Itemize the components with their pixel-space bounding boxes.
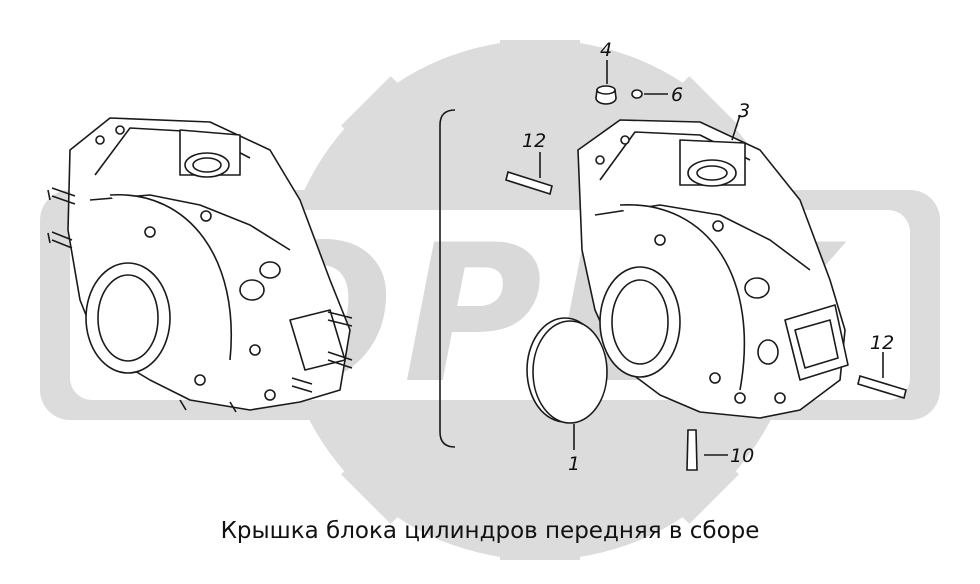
callout-6: 6 [671, 84, 683, 106]
part-3-cover [577, 114, 849, 419]
group-bracket [439, 109, 456, 448]
left-cover-assembly [47, 117, 353, 413]
callout-3: 3 [738, 100, 750, 122]
callout-1: 1 [568, 453, 580, 475]
callout-10: 10 [730, 445, 754, 467]
part-12-stud-right [857, 352, 907, 400]
callout-4: 4 [600, 39, 612, 61]
callout-12-right: 12 [870, 332, 894, 354]
part-10-stud [686, 429, 728, 471]
part-12-stud-top [505, 152, 553, 196]
callout-12-top: 12 [522, 130, 546, 152]
part-4-cap [595, 60, 617, 105]
part-1-seal [526, 317, 608, 450]
part-6-plug [631, 89, 668, 99]
diagram-caption: Крышка блока цилиндров передняя в сборе [220, 518, 760, 544]
